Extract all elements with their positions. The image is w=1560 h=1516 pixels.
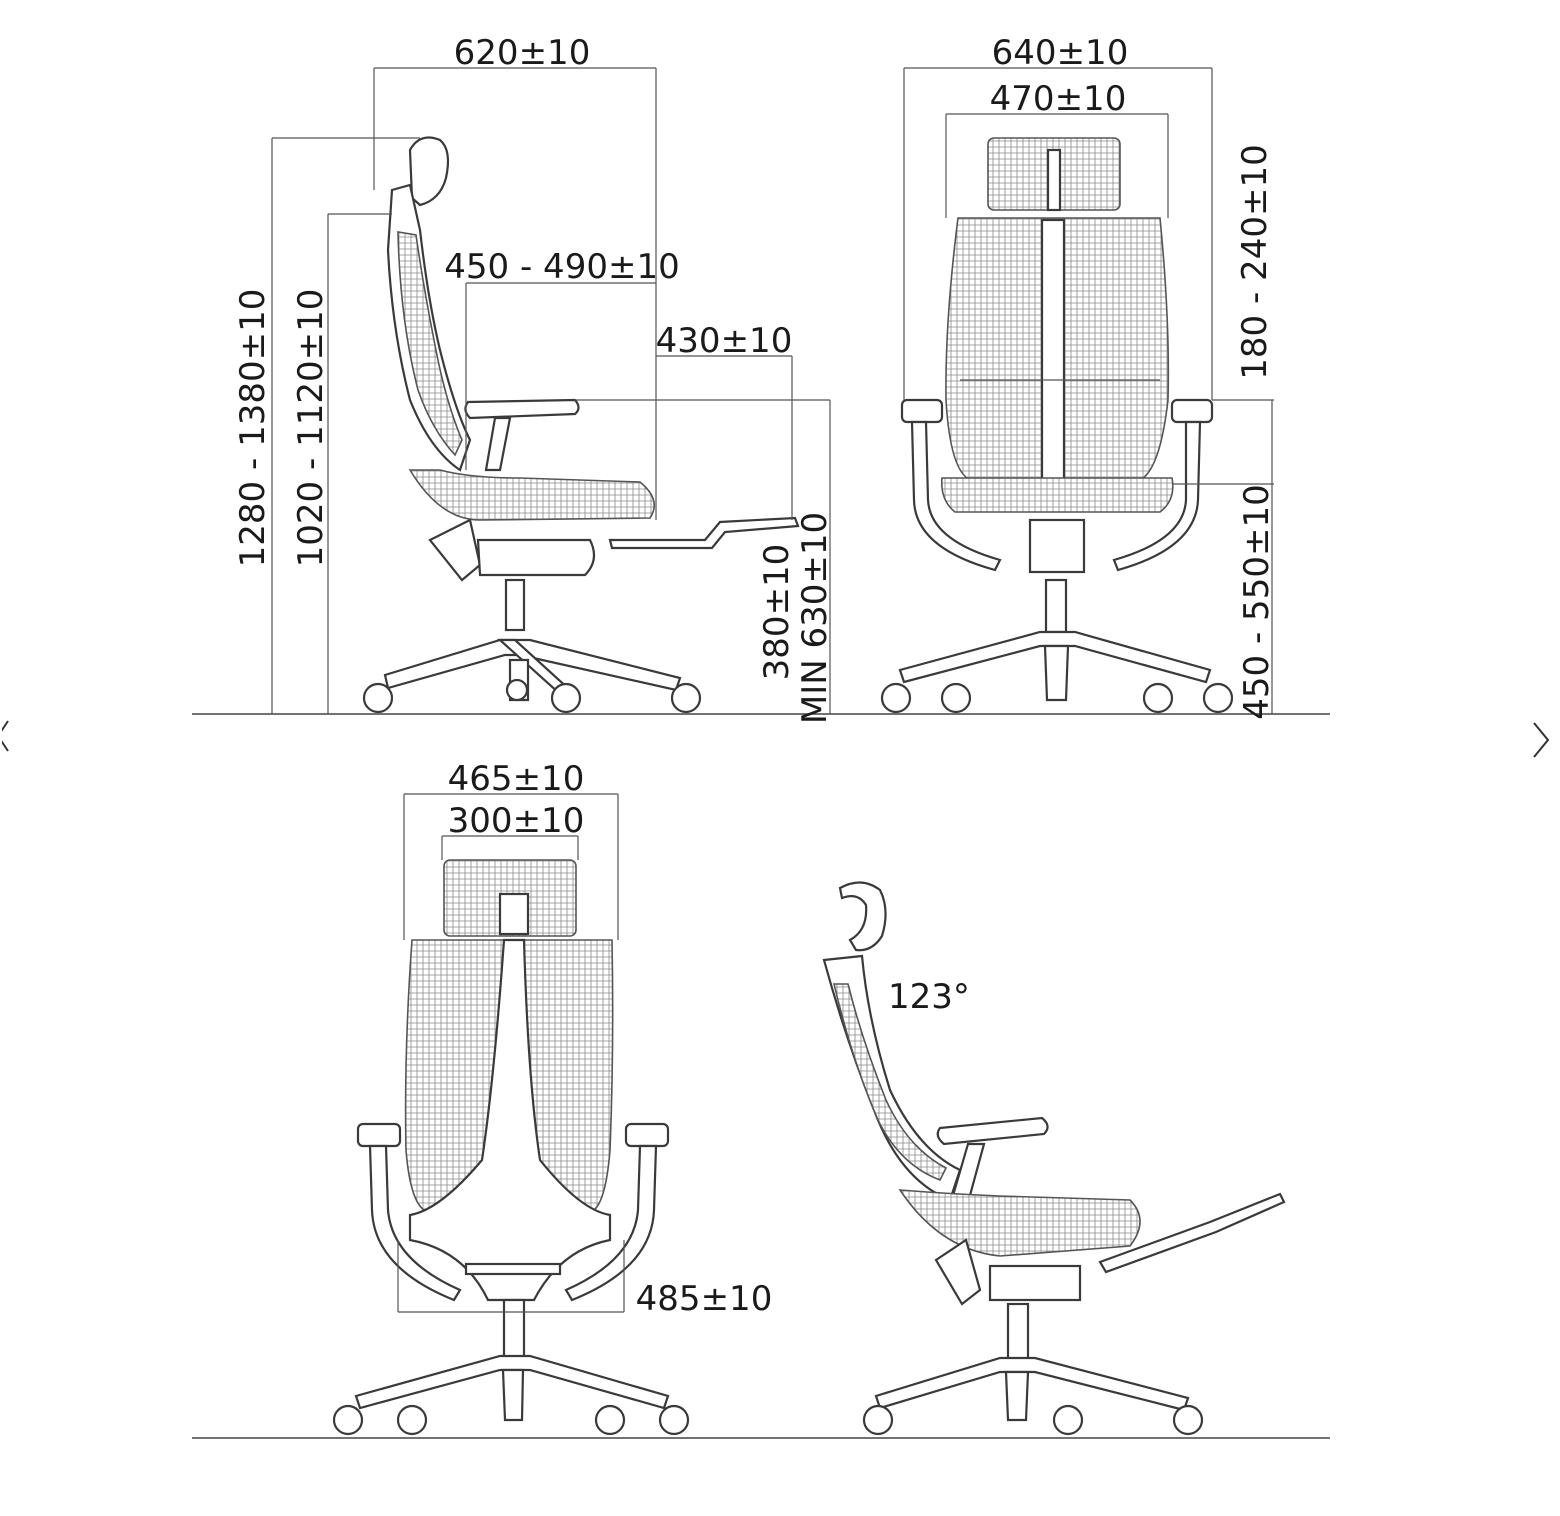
front-view-chair	[880, 137, 1234, 714]
next-slide-button[interactable]	[1526, 710, 1556, 770]
side-footrest-height-label: 380±10	[757, 544, 797, 681]
side-footrest-depth-label: 430±10	[656, 321, 793, 361]
headrest-width-label: 300±10	[448, 801, 585, 841]
recline-angle-label: 123°	[888, 977, 970, 1017]
front-inner-width-label: 470±10	[990, 79, 1127, 119]
side-view-chair	[362, 136, 800, 714]
prev-slide-button[interactable]	[0, 706, 30, 766]
back-view-dimensions	[397, 793, 625, 1313]
chevron-left-icon	[2, 720, 9, 752]
back-width-label: 465±10	[448, 759, 585, 799]
side-total-depth-label: 620±10	[454, 33, 591, 73]
back-view-chair	[332, 859, 690, 1436]
seat-width-label: 485±10	[636, 1279, 773, 1319]
front-total-width-label: 640±10	[992, 33, 1129, 73]
front-armrest-height-label: 180 - 240±10	[1235, 144, 1275, 379]
chevron-right-icon	[1533, 722, 1550, 758]
front-seat-height-label: 450 - 550±10	[1237, 484, 1277, 719]
side-total-height-label: 1280 - 1380±10	[233, 289, 273, 568]
side-back-height-label: 1020 - 1120±10	[291, 289, 331, 568]
front-view-dimensions	[903, 67, 1274, 714]
side-seat-depth-label: 450 - 490±10	[444, 247, 679, 287]
recline-view-chair	[822, 881, 1286, 1436]
side-view-dimensions	[271, 67, 831, 714]
side-footrest-min-label: MIN 630±10	[795, 512, 835, 724]
